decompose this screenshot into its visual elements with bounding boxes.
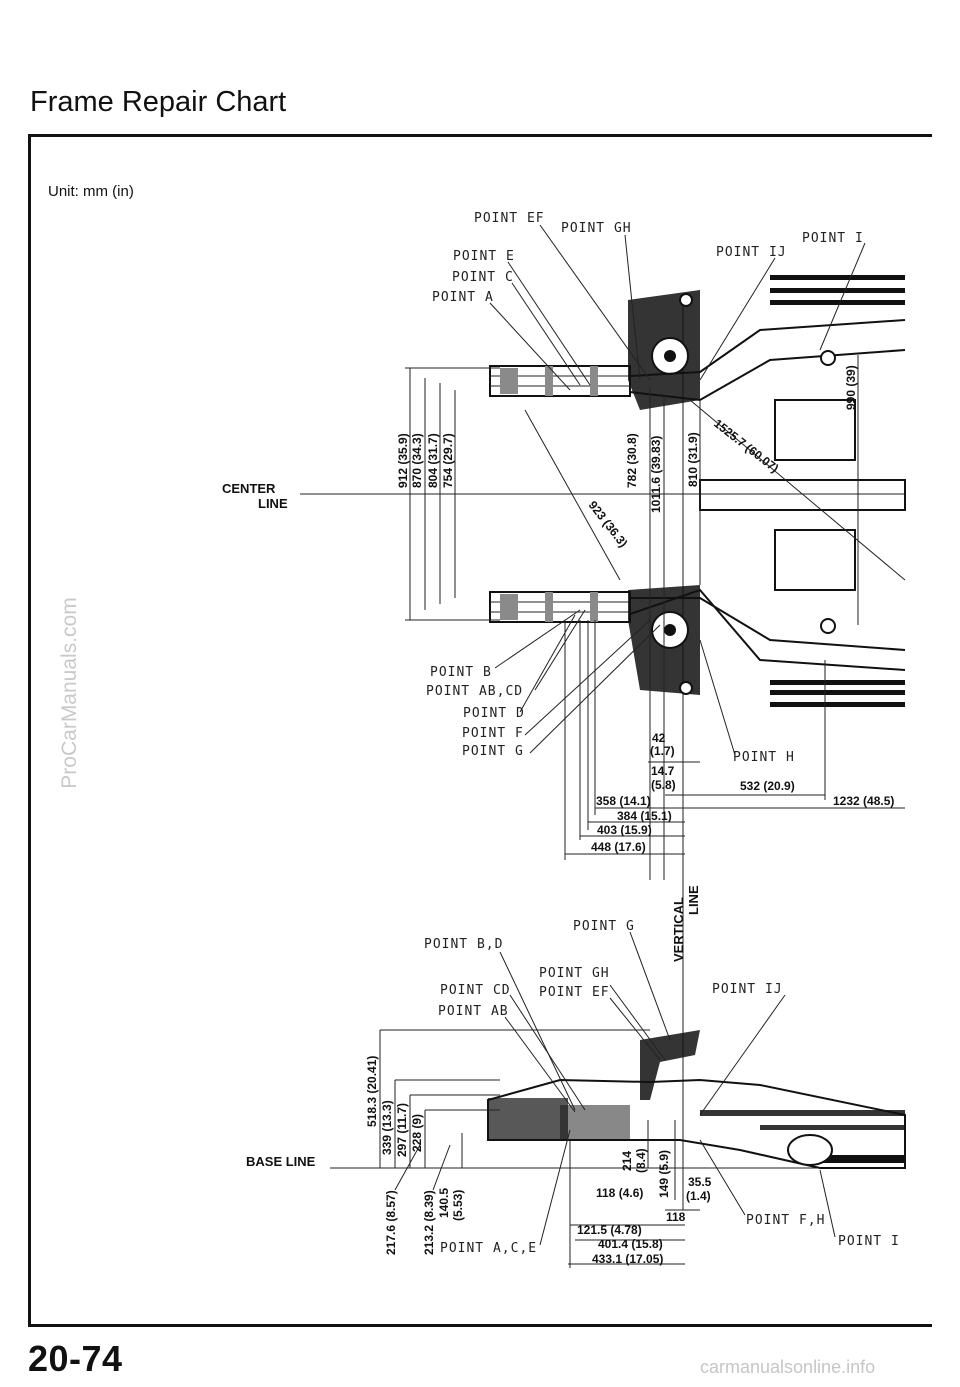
- vertical-line-label-2: LINE: [686, 885, 701, 915]
- dim-217-6: 217.6 (8.57): [384, 1190, 398, 1255]
- dim-1011: 1011.6 (39.83): [649, 436, 663, 513]
- dim-14-7: 14.7: [651, 764, 675, 778]
- page-title: Frame Repair Chart: [30, 86, 287, 118]
- rear-floor-members: [699, 275, 906, 707]
- dim-1525: 1525.7 (60.07): [711, 416, 781, 475]
- label-point-a: POINT A: [432, 290, 494, 305]
- side-label-point-fh: POINT F,H: [746, 1213, 825, 1228]
- top-view-drawing: [300, 224, 906, 1210]
- dim-448: 448 (17.6): [591, 840, 646, 854]
- dim-121-5: 121.5 (4.78): [577, 1223, 642, 1237]
- dim-1232: 1232 (48.5): [833, 794, 894, 808]
- label-point-ab-cd: POINT AB,CD: [426, 684, 523, 699]
- dim-754: 754 (29.7): [441, 433, 455, 488]
- label-point-ef: POINT EF: [474, 211, 545, 226]
- dim-403: 403 (15.9): [597, 823, 652, 837]
- upper-front-rail: [489, 365, 631, 397]
- side-leaders: [499, 931, 836, 1246]
- dim-140-5: 140.5: [437, 1188, 451, 1218]
- dim-358: 358 (14.1): [596, 794, 651, 808]
- label-point-ij: POINT IJ: [716, 245, 787, 260]
- center-line-label-1: CENTER: [222, 481, 276, 496]
- center-line-label-2: LINE: [258, 496, 288, 511]
- dim-213-2: 213.2 (8.39): [422, 1190, 436, 1255]
- vertical-line-label-1: VERTICAL: [671, 897, 686, 962]
- dim-870: 870 (34.3): [410, 433, 424, 488]
- side-label-point-ij: POINT IJ: [712, 982, 783, 997]
- side-horizontal-dimensions: [568, 1140, 700, 1268]
- dim-35-5-in: (1.4): [686, 1189, 711, 1203]
- left-rule: [28, 134, 31, 1326]
- label-point-f: POINT F: [462, 726, 524, 741]
- side-label-point-g: POINT G: [573, 919, 635, 934]
- dim-433-1: 433.1 (17.05): [592, 1252, 663, 1266]
- label-point-d: POINT D: [463, 706, 525, 721]
- dim-912: 912 (35.9): [396, 433, 410, 488]
- label-point-b: POINT B: [430, 665, 492, 680]
- dim-339: 339 (13.3): [380, 1100, 394, 1155]
- dim-149: 149 (5.9): [657, 1150, 671, 1198]
- side-label-point-ab: POINT AB: [438, 1004, 509, 1019]
- label-point-e: POINT E: [453, 249, 515, 264]
- page-number: 20-74: [28, 1338, 123, 1379]
- dim-214-in: (8.4): [634, 1148, 648, 1173]
- dim-810: 810 (31.9): [686, 432, 700, 487]
- dim-118: 118 (4.6): [596, 1186, 643, 1200]
- dim-35-5: 35.5: [688, 1175, 712, 1189]
- dim-214: 214: [620, 1151, 634, 1171]
- side-label-point-i: POINT I: [838, 1234, 900, 1249]
- dim-384: 384 (15.1): [617, 809, 672, 823]
- label-point-g: POINT G: [462, 744, 524, 759]
- upper-strut-tower: [628, 290, 700, 410]
- label-point-h: POINT H: [733, 750, 795, 765]
- unit-note: Unit: mm (in): [48, 183, 134, 200]
- dim-228: 228 (9): [410, 1114, 424, 1152]
- label-point-gh: POINT GH: [561, 221, 632, 236]
- label-point-c: POINT C: [452, 270, 514, 285]
- lower-rail-rear: [630, 597, 906, 651]
- dim-42: 42: [652, 731, 666, 745]
- side-label-point-ace: POINT A,C,E: [440, 1241, 537, 1256]
- dim-140-5-in: (5.53): [451, 1190, 465, 1221]
- dim-804: 804 (31.7): [426, 433, 440, 488]
- side-label-point-ef: POINT EF: [539, 985, 610, 1000]
- dim-518: 518.3 (20.41): [365, 1056, 379, 1127]
- side-view-drawing: [330, 931, 906, 1268]
- side-label-point-cd: POINT CD: [440, 983, 511, 998]
- label-point-i: POINT I: [802, 231, 864, 246]
- side-label-point-gh: POINT GH: [539, 966, 610, 981]
- dim-297: 297 (11.7): [395, 1103, 409, 1157]
- lower-front-rail: [489, 591, 631, 623]
- top-vertical-dimensions: [405, 355, 906, 880]
- watermark-bottom: carmanualsonline.info: [700, 1357, 876, 1377]
- dim-401-4: 401.4 (15.8): [598, 1237, 663, 1251]
- dim-782: 782 (30.8): [625, 433, 639, 488]
- base-line-label: BASE LINE: [246, 1154, 316, 1169]
- dim-990: 990 (39): [844, 365, 858, 410]
- side-label-point-bd: POINT B,D: [424, 937, 503, 952]
- dim-118-short: 118: [666, 1210, 686, 1224]
- top-horizontal-dimensions: [564, 620, 905, 860]
- dim-532: 532 (20.9): [740, 779, 795, 793]
- top-rule: [28, 134, 932, 137]
- dim-923: 923 (36.3): [586, 498, 631, 550]
- upper-rail-rear: [629, 319, 906, 377]
- bottom-rule: [28, 1324, 932, 1327]
- side-vertical-dimensions: [379, 1029, 676, 1200]
- dim-42-in: (1.7): [650, 744, 675, 758]
- dim-14-7-in: (5.8): [651, 778, 676, 792]
